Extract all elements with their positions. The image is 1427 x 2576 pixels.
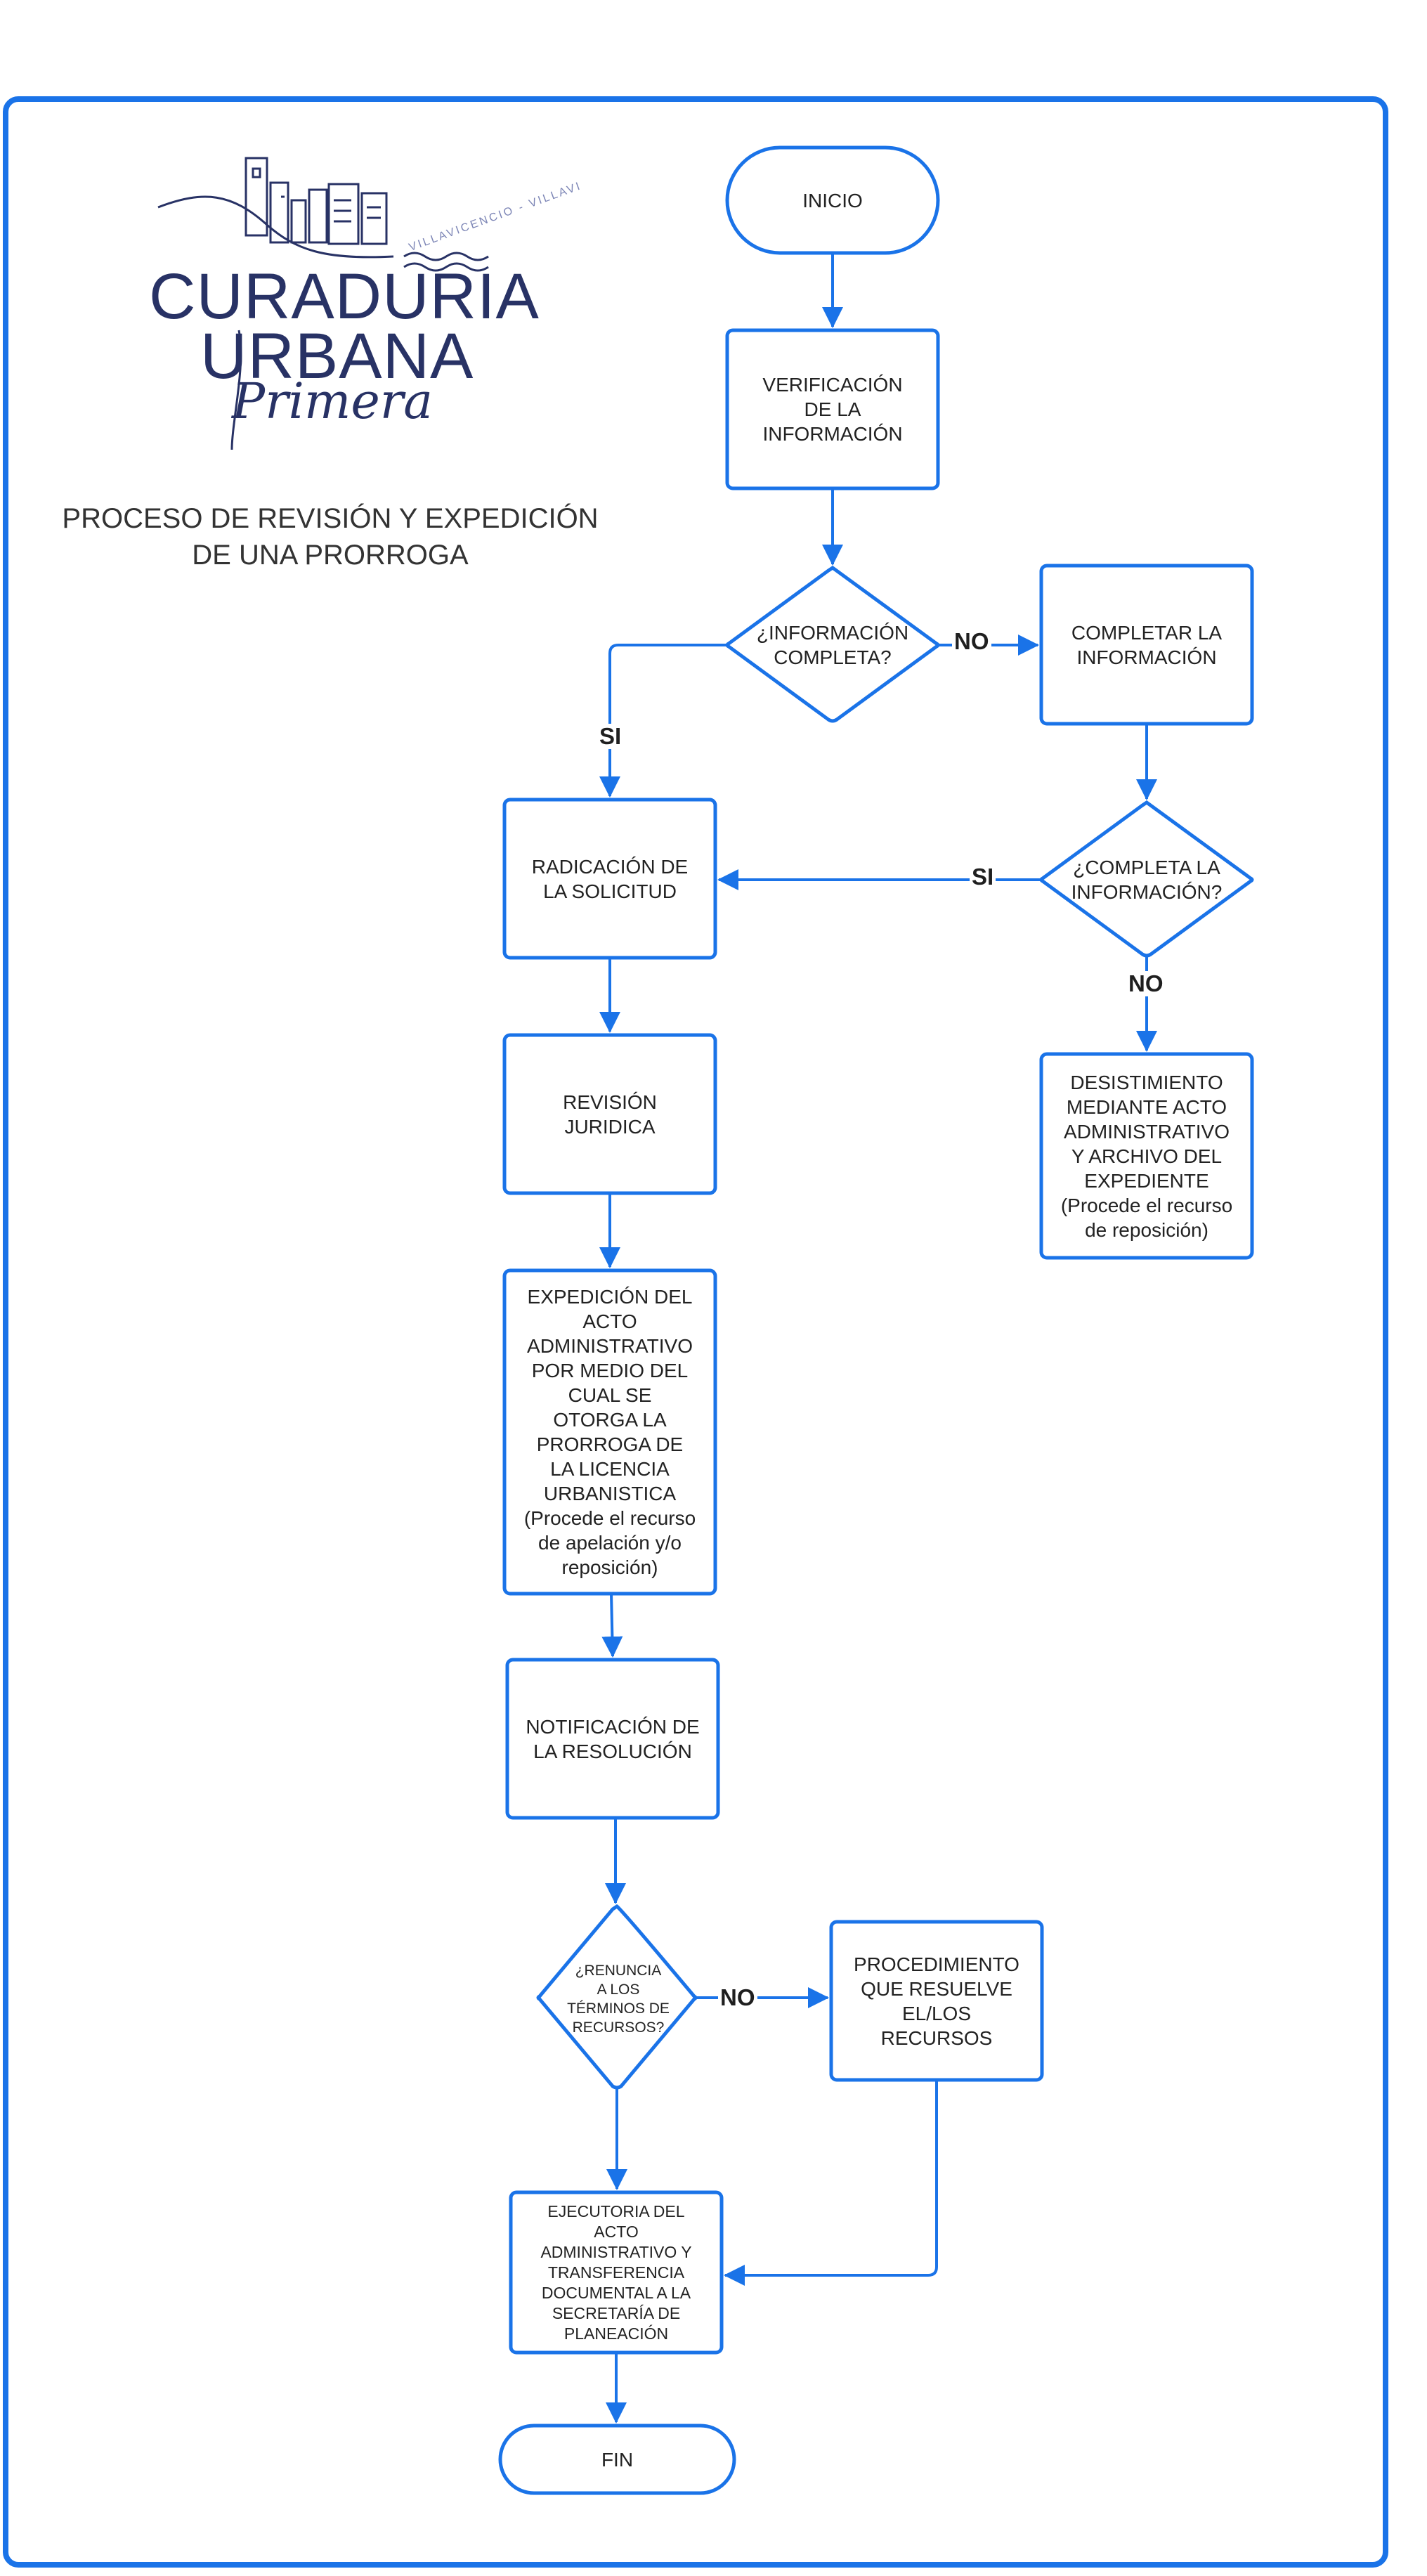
edge-label-no-2: NO <box>1126 971 1166 996</box>
node-expedicion: EXPEDICIÓN DEL ACTO ADMINISTRATIVO POR M… <box>523 1286 696 1578</box>
shape-ejecutoria <box>509 2190 724 2355</box>
node-procedimiento: PROCEDIMIENTO QUE RESUELVE EL/LOS RECURS… <box>854 1953 1019 2049</box>
shape-fin <box>498 2424 736 2495</box>
logo-line-2: URBANA <box>200 320 474 392</box>
node-completar: COMPLETAR LA INFORMACIÓN <box>1071 621 1223 668</box>
arrow-expedicion-notificacion <box>601 1593 623 1658</box>
shape-completar <box>1039 564 1254 726</box>
shape-inicio <box>725 145 940 255</box>
shape-desistimiento <box>1039 1052 1254 1260</box>
shape-notificacion <box>505 1658 720 1820</box>
node-ejecutoria: EJECUTORIA DEL ACTO ADMINISTRATIVO Y TRA… <box>540 2201 692 2343</box>
node-fin: FIN <box>601 2448 634 2471</box>
node-notificacion: NOTIFICACIÓN DE LA RESOLUCIÓN <box>526 1715 700 1762</box>
node-decision-renuncia: ¿RENUNCIA A LOS TÉRMINOS DE RECURSOS? <box>567 1963 670 2036</box>
shape-radicacion <box>502 798 717 960</box>
logo-script: Primera <box>232 372 433 430</box>
arrow-decision-radicacion <box>599 644 729 798</box>
shape-decision-completa <box>1039 800 1254 958</box>
arrow-procedimiento-ejecutoria <box>724 2080 938 2286</box>
node-verificacion: VERIFICACIÓN DE LA INFORMACIÓN <box>762 374 903 445</box>
shape-procedimiento <box>829 1920 1044 2082</box>
node-decision-completa: ¿COMPLETA LA INFORMACIÓN? <box>1071 857 1223 903</box>
shape-verificacion <box>725 328 940 490</box>
node-desistimiento: DESISTIMIENTO MEDIANTE ACTO ADMINISTRATI… <box>1060 1071 1233 1241</box>
edge-label-no-3: NO <box>718 1985 757 2010</box>
logo-skyline-icon <box>157 157 489 450</box>
page-title: PROCESO DE REVISIÓN Y EXPEDICIÓN DE UNA … <box>62 503 599 571</box>
shape-decision-informacion <box>725 565 940 723</box>
node-radicacion: RADICACIÓN DE LA SOLICITUD <box>531 855 689 902</box>
node-revision: REVISIÓN JURIDICA <box>563 1091 657 1138</box>
shape-decision-renuncia <box>536 1904 698 2090</box>
edge-label-si-2: SI <box>970 864 996 890</box>
shape-expedicion <box>502 1268 717 1596</box>
diagram-frame <box>3 96 1388 2568</box>
edge-label-no-1: NO <box>952 629 991 654</box>
edge-label-si-1: SI <box>597 724 624 749</box>
node-inicio: INICIO <box>802 189 863 212</box>
logo-line-1: CURADURIA <box>149 261 540 332</box>
shape-revision <box>502 1033 717 1195</box>
node-decision-informacion: ¿INFORMACIÓN COMPLETA? <box>756 622 909 668</box>
